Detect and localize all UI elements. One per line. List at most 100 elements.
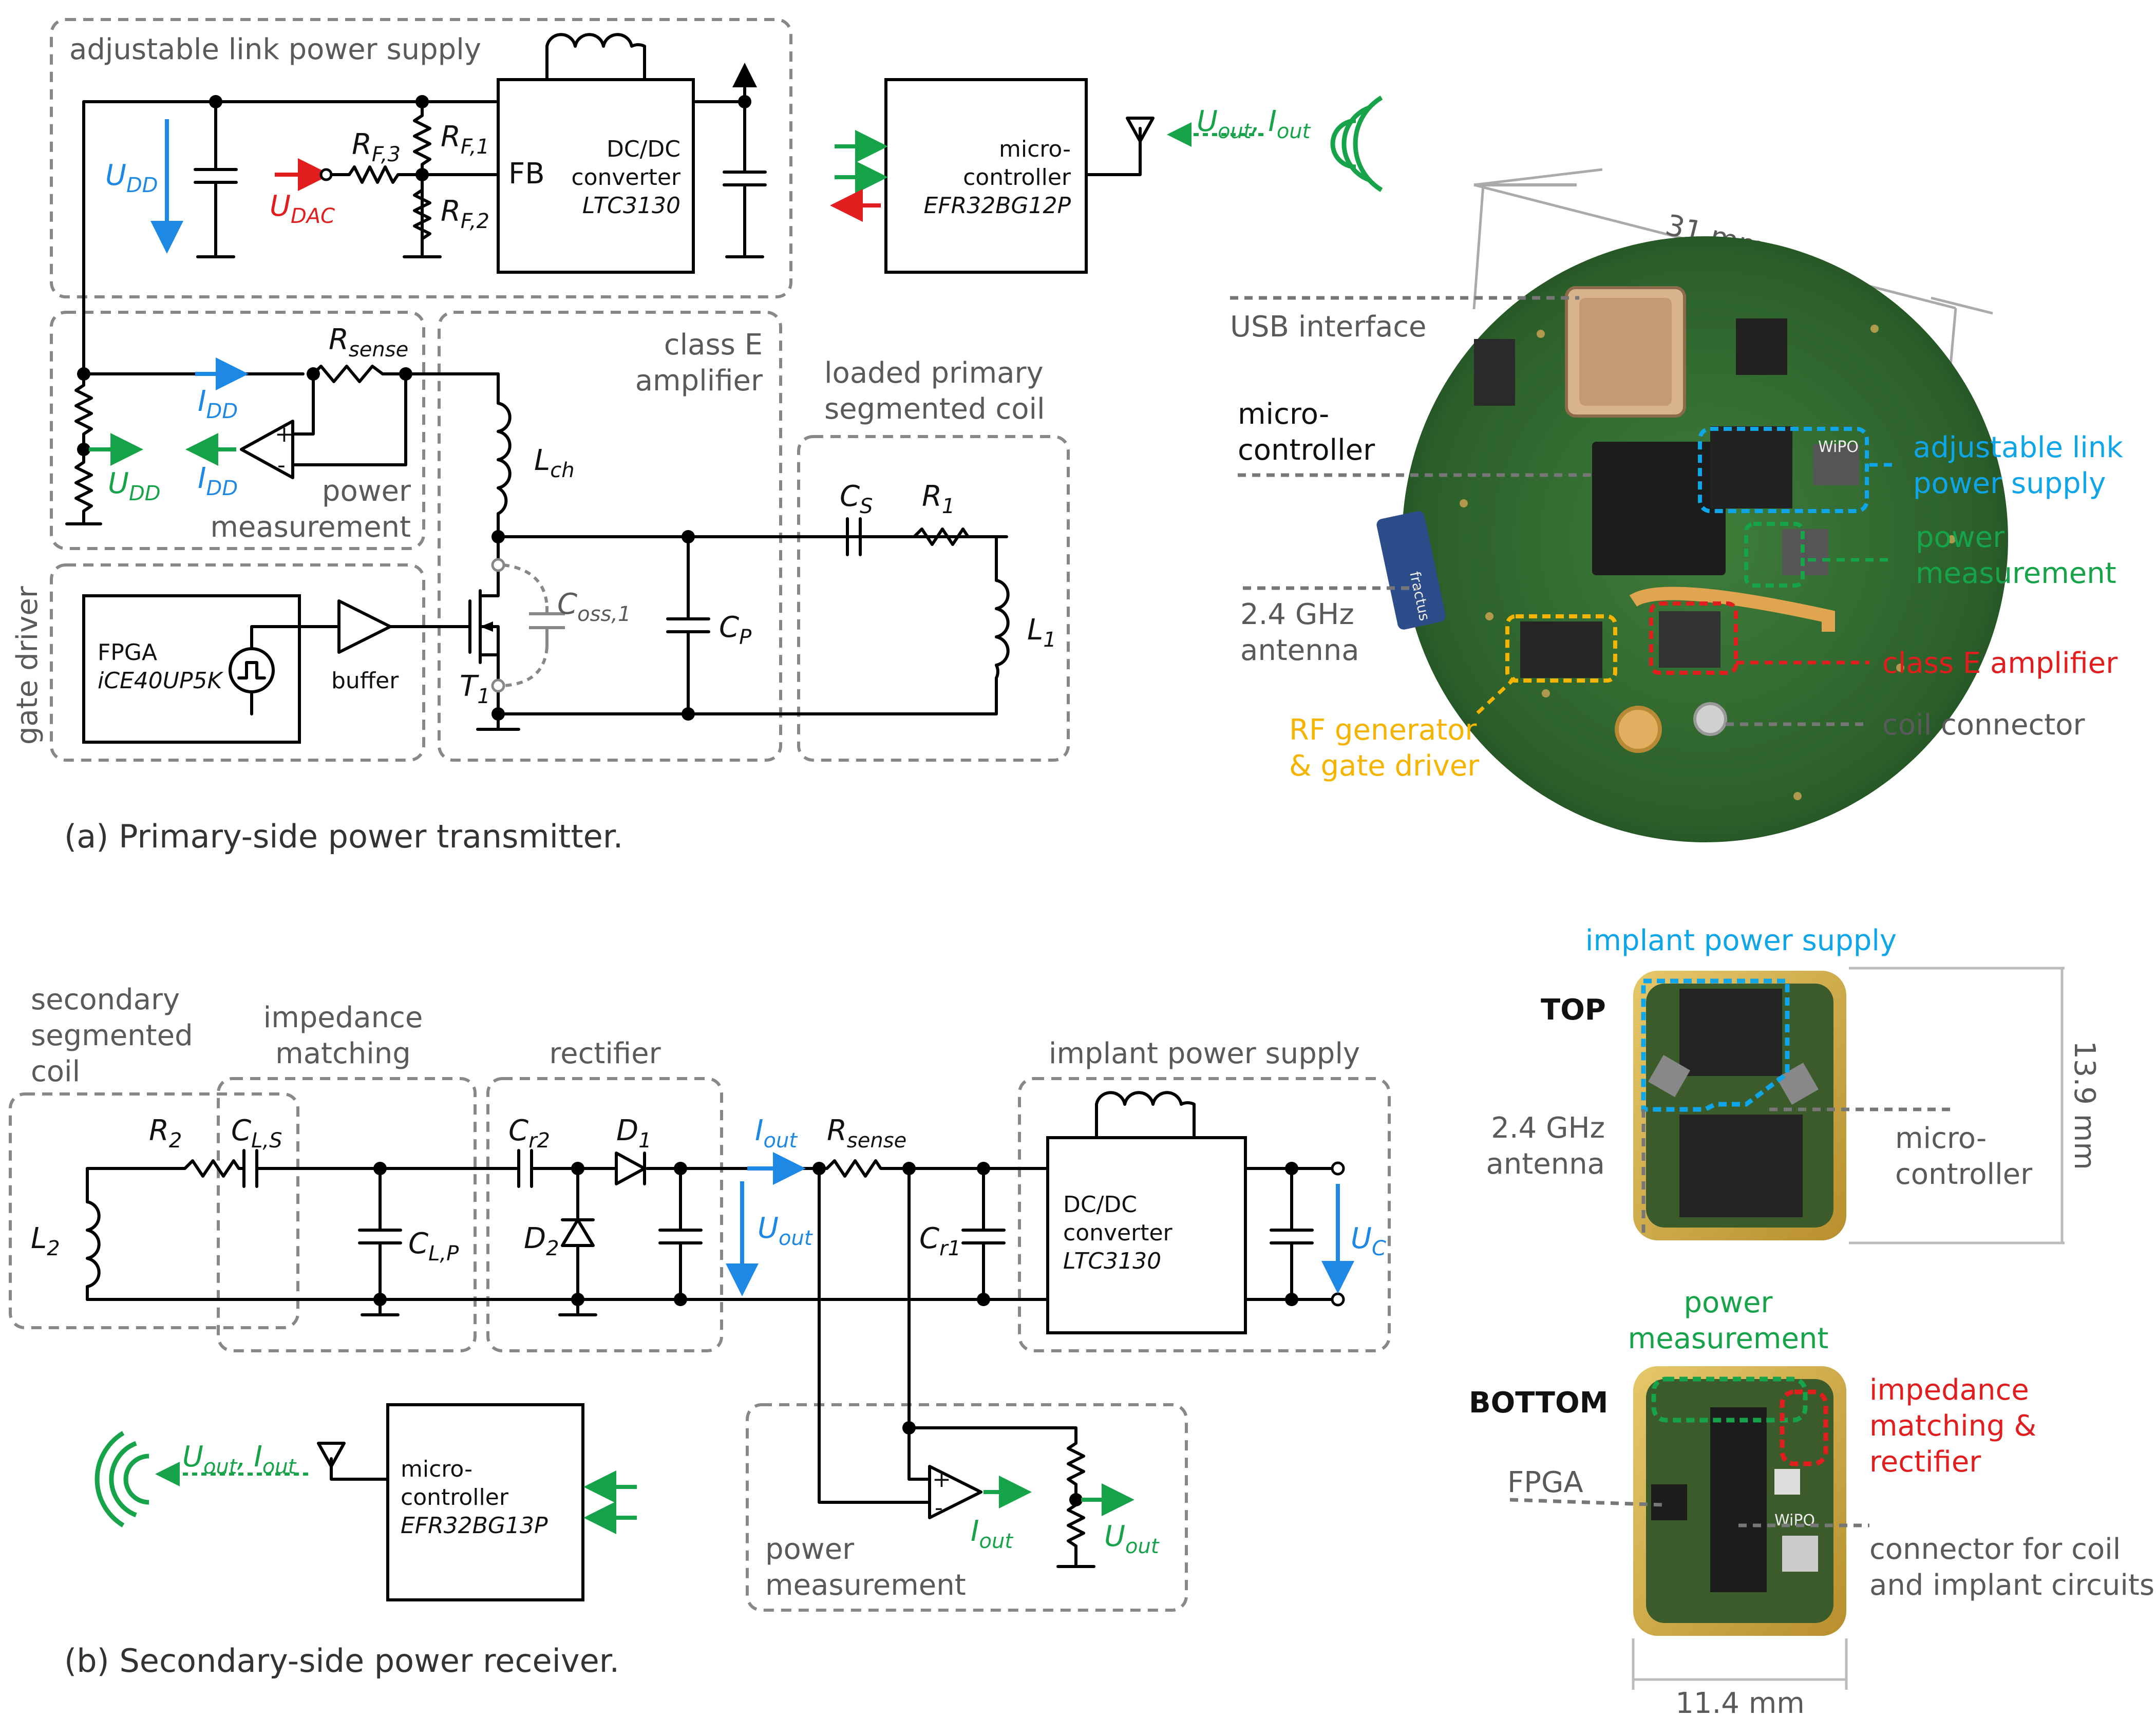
svg-text:matching &: matching &	[1869, 1409, 2036, 1443]
dcdc-top-2: converter	[571, 164, 681, 191]
fpga-label: FPGA	[98, 639, 157, 666]
svg-text:DC/DC: DC/DC	[1063, 1192, 1137, 1218]
svg-text:WiPO: WiPO	[1774, 1512, 1815, 1530]
fpga-part: iCE40UP5K	[98, 668, 223, 694]
dcdc-top-3: LTC3130	[582, 193, 680, 219]
udac-label: UDAC	[270, 190, 335, 228]
idd-label-1: IDD	[198, 385, 238, 423]
rf-gen-2: & gate driver	[1289, 749, 1480, 783]
antenna-photo-1: 2.4 GHz	[1240, 598, 1354, 631]
svg-text:FPGA: FPGA	[1507, 1466, 1583, 1499]
uout-iout-top: Uout,Iout	[1197, 105, 1311, 143]
svg-text:segmented: segmented	[31, 1019, 193, 1052]
box-secondary-coil	[9, 1092, 299, 1329]
fb-label: FB	[508, 157, 545, 191]
svg-text:secondary: secondary	[31, 983, 180, 1016]
mcu-top-1: micro-	[999, 136, 1071, 162]
iout-green: Iout	[971, 1515, 1013, 1553]
svg-text:matching: matching	[275, 1037, 411, 1070]
primary-schematic: adjustable link power supply gate driver…	[11, 18, 1383, 855]
adjustable-photo-2: power supply	[1913, 467, 2106, 500]
mcu-top-2: controller	[963, 164, 1071, 191]
antenna-photo-2: antenna	[1240, 634, 1359, 667]
rsense-top-label: Rsense	[329, 323, 408, 362]
svg-text:+: +	[275, 421, 294, 447]
fractus-antenna	[1376, 511, 1446, 630]
svg-text:LTC3130: LTC3130	[1063, 1248, 1161, 1274]
cls-label: CL,S	[231, 1114, 282, 1153]
svg-text:+: +	[932, 1466, 951, 1493]
cs-label: CS	[840, 480, 873, 518]
box-loaded-coil	[797, 435, 1070, 762]
uout-label: Uout	[758, 1212, 813, 1250]
svg-text:converter: converter	[1063, 1220, 1173, 1246]
r2-label: R2	[149, 1114, 182, 1153]
mcu-bottom-box	[386, 1403, 584, 1601]
coss-label: Coss,1	[557, 588, 631, 626]
caption-b: (b) Secondary-side power receiver.	[64, 1642, 619, 1680]
gate-driver-label: gate driver	[11, 586, 44, 745]
rf3-label: RF,3	[352, 128, 401, 166]
dcdc-top-1: DC/DC	[607, 136, 680, 162]
d2-label: D2	[524, 1222, 559, 1260]
svg-text:power: power	[765, 1533, 855, 1566]
d1-label: D1	[616, 1114, 652, 1153]
svg-text:micro-: micro-	[1895, 1122, 1987, 1155]
l1-label: L1	[1027, 613, 1056, 652]
loaded-coil-label-2: segmented coil	[824, 392, 1045, 426]
box-impedance	[217, 1077, 477, 1352]
box-adjustable-link	[50, 18, 792, 298]
class-e-label-2: amplifier	[635, 364, 763, 398]
svg-text:connector for coil: connector for coil	[1869, 1533, 2121, 1566]
pm-top-1: power	[322, 475, 411, 508]
usb-interface-label: USB interface	[1230, 310, 1427, 344]
uout-green: Uout	[1104, 1520, 1160, 1558]
svg-text:antenna: antenna	[1486, 1147, 1605, 1181]
idd-label-2: IDD	[198, 462, 238, 500]
pm-photo-2: measurement	[1916, 557, 2116, 590]
coil-connector-label: coil connector	[1882, 708, 2085, 742]
primary-pcb-photo: 31 mm fractus WiPO US	[1230, 168, 2123, 842]
rf-gen-1: RF generator	[1289, 713, 1477, 747]
mcu-photo-2: controller	[1238, 433, 1375, 467]
implant-photos: implant power supply TOP 2.4 GHz antenna…	[1469, 924, 2154, 1717]
box-gate-driver	[50, 563, 425, 762]
lch-label: Lch	[534, 444, 575, 482]
uc-label: UC	[1351, 1222, 1386, 1260]
svg-text:implant power supply: implant power supply	[1049, 1037, 1360, 1070]
dcdc-bottom-box	[1046, 1136, 1247, 1334]
svg-text:measurement: measurement	[765, 1569, 966, 1602]
class-e-label-1: class E	[664, 328, 763, 362]
svg-text:rectifier: rectifier	[549, 1037, 661, 1070]
rsense-bottom-label: Rsense	[827, 1114, 906, 1153]
clp-label: CL,P	[408, 1227, 459, 1266]
bottom-label: BOTTOM	[1469, 1386, 1608, 1420]
box-power-measurement	[50, 311, 425, 550]
box-rectifier	[486, 1077, 723, 1352]
uout-iout-bottom: Uout,Iout	[182, 1440, 297, 1479]
class-e-photo: class E amplifier	[1882, 647, 2118, 680]
svg-text:measurement: measurement	[1628, 1322, 1829, 1355]
fpga-box	[82, 594, 301, 744]
udd-green-label: UDD	[108, 467, 161, 505]
svg-text:13.9 mm: 13.9 mm	[2068, 1041, 2101, 1170]
cr2-label: Cr2	[508, 1114, 550, 1153]
dcdc-top-box	[497, 78, 695, 274]
loaded-coil-label-1: loaded primary	[824, 356, 1044, 390]
secondary-schematic: secondary segmented coil impedance match…	[9, 983, 1391, 1680]
svg-text:impedance: impedance	[1869, 1373, 2029, 1407]
svg-text:impedance: impedance	[263, 1001, 423, 1034]
rf1-label: RF,1	[441, 120, 489, 159]
top-label: TOP	[1541, 993, 1606, 1027]
cr1-label: Cr1	[919, 1222, 961, 1260]
svg-text:power: power	[1684, 1286, 1773, 1319]
iout-label: Iout	[755, 1114, 798, 1153]
udd-label: UDD	[105, 159, 158, 197]
box-adjustable-label: adjustable link power supply	[69, 33, 481, 66]
svg-text:-: -	[277, 452, 286, 478]
t1-label: T1	[460, 670, 490, 708]
svg-text:rectifier: rectifier	[1869, 1445, 1981, 1479]
svg-text:WiPO: WiPO	[1818, 438, 1859, 456]
svg-text:micro-: micro-	[401, 1456, 472, 1482]
